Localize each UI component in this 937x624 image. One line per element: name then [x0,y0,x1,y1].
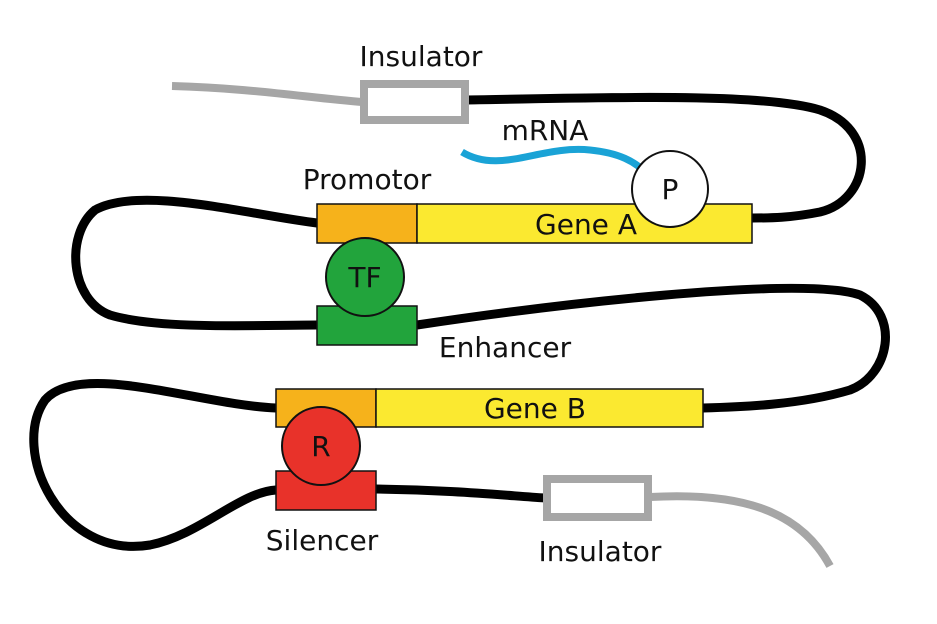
dna-strand [29,92,890,551]
dna-segment [465,92,866,223]
polymerase-p [631,150,709,228]
transcription-factor [325,237,405,317]
gene-b-label: Gene B [484,392,586,425]
repressor [281,406,361,486]
insulator-top [360,80,469,124]
gene-a-label: Gene A [535,208,637,241]
dna-segment [29,379,277,551]
silencer-label: Silencer [266,524,379,557]
tf-label: TF [347,261,381,294]
p-label: P [662,173,679,206]
insulator-bottom-label: Insulator [539,535,662,568]
insulator-bottom [543,475,652,521]
promotor-label: Promotor [303,163,432,196]
gene-b [375,388,704,428]
dna-strand-gray-bottom [649,492,834,568]
enhancer-label: Enhancer [439,331,572,364]
dna-segment [416,283,890,413]
insulator-top-label: Insulator [360,40,483,73]
r-label: R [311,430,330,463]
dna-segment [71,195,318,331]
dna-segment [375,484,546,503]
mrna-strand [460,145,648,175]
mrna-label: mRNA [502,114,589,147]
dna-strand-gray-top [171,82,363,106]
